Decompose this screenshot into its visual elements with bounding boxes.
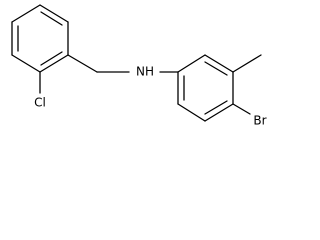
- bond-ring1-1: [39, 4, 69, 23]
- chlorine-label: Cl: [34, 96, 46, 110]
- bromine-label: Br: [253, 114, 266, 128]
- bond-ring2-1: [177, 54, 206, 73]
- bond-ring1-6: [11, 4, 41, 23]
- bond-ring1-3: [39, 54, 69, 73]
- bond-lines: [11, 4, 262, 122]
- molecule-structure: NH Cl Br: [11, 4, 267, 128]
- bond-ring1-double-b: [40, 51, 63, 66]
- bond-ring2-double-b: [204, 100, 228, 115]
- bond-ring2-4: [204, 103, 234, 122]
- bond-c-br: [232, 103, 251, 115]
- bond-ring1-4: [11, 54, 41, 73]
- bond-methyl: [232, 54, 262, 73]
- atom-labels: NH Cl Br: [34, 65, 267, 128]
- bond-ring2-2: [204, 54, 234, 73]
- bond-ring2-5: [177, 103, 206, 122]
- bond-ring1-double-a: [40, 11, 63, 26]
- bond-benzyl-ch2: [67, 54, 98, 73]
- bond-ring2-double-a: [204, 61, 228, 76]
- amine-label: NH: [136, 65, 154, 79]
